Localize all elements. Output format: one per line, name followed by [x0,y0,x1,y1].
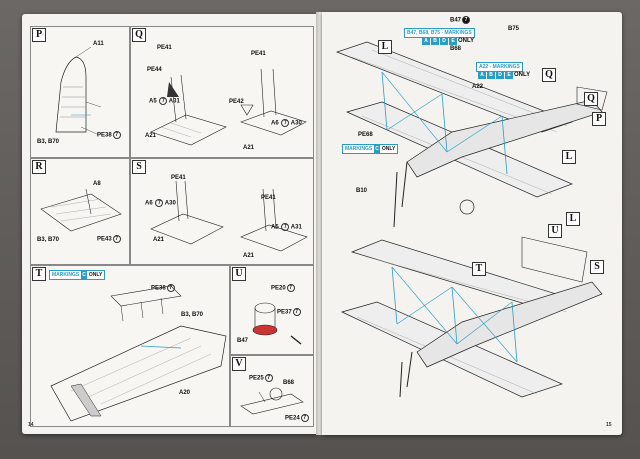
section-letter: Q [542,68,556,82]
marking-tag: B47, B68, B75 - MARKINGS [404,28,475,38]
label: A6 7 A30 [145,199,176,207]
callout-icon: 7 [281,119,290,127]
label: A21 [243,145,255,151]
label: A21 [153,237,165,243]
label: A21 [145,133,157,139]
label: A22 [472,84,484,90]
strut-drawing [150,180,308,252]
section-letter: L [378,40,392,54]
marking-tag: A22 - MARKINGS [476,62,523,72]
panel-letter: T [32,267,46,281]
book-spine [316,12,324,435]
label: B68 [450,46,462,52]
label: A8 [93,181,101,187]
panel-letter: U [232,267,246,281]
callout-icon: 7 [281,223,290,231]
fuselage-drawing [50,285,227,422]
label: PE44 [147,67,162,73]
label: B10 [356,188,368,194]
section-letter: P [592,112,606,126]
callout-icon: 7 [112,131,121,139]
tail-fin-drawing [55,46,102,136]
section-letter: S [590,260,604,274]
panel-letter: Q [132,28,146,42]
label: A21 [243,253,255,259]
panel-letter: P [32,28,46,42]
gun-mount-drawing [240,387,304,415]
section-letter: Q [584,92,598,106]
label: B47 [237,338,249,344]
label: PE41 [251,51,266,57]
label: A20 [179,390,191,396]
section-letter: U [548,224,562,238]
label: B3, B70 [37,139,60,145]
section-letter: L [566,212,580,226]
callout-icon: 7 [155,199,164,207]
callout-icon: 7 [286,284,295,292]
panel-q: Q PE41 PE44 A5 7 A31 A21 PE41 PE42 A6 7 … [130,26,314,158]
engine-part-drawing [252,302,302,345]
callout-icon: 7 [462,16,471,24]
page-number: 15 [606,422,612,428]
label: A11 [93,41,104,47]
panel-letter: R [32,160,46,174]
label: PE42 [229,99,244,105]
callout-icon: 7 [300,414,309,422]
label: PE41 [261,195,276,201]
biplane-assembly-drawing [335,41,608,398]
label: A5 7 A31 [149,97,180,105]
callout-icon: 7 [264,374,273,382]
panel-letter: V [232,357,246,371]
label: A5 7 A31 [271,223,302,231]
label: B3, B70 [37,237,60,243]
label: A6 7 A30 [271,119,302,127]
label: B68 [283,380,295,386]
page-number: 14 [28,422,34,428]
wing-section-drawing [40,188,122,232]
callout-icon: 7 [159,97,168,105]
section-letter: T [472,262,486,276]
label: PE41 [157,45,172,51]
label: B3, B70 [181,312,204,318]
callout-icon: 7 [112,235,121,243]
label: B75 [508,26,520,32]
panel-letter: S [132,160,146,174]
callout-icon: 7 [292,308,301,316]
label: PE68 [358,132,373,138]
callout-icon: 7 [166,284,175,292]
panel-s: S PE41 A6 7 A30 A21 PE41 A5 7 A31 A21 [130,158,314,265]
section-letter: L [562,150,576,164]
strut-drawing [150,68,307,146]
label: PE41 [171,175,186,181]
